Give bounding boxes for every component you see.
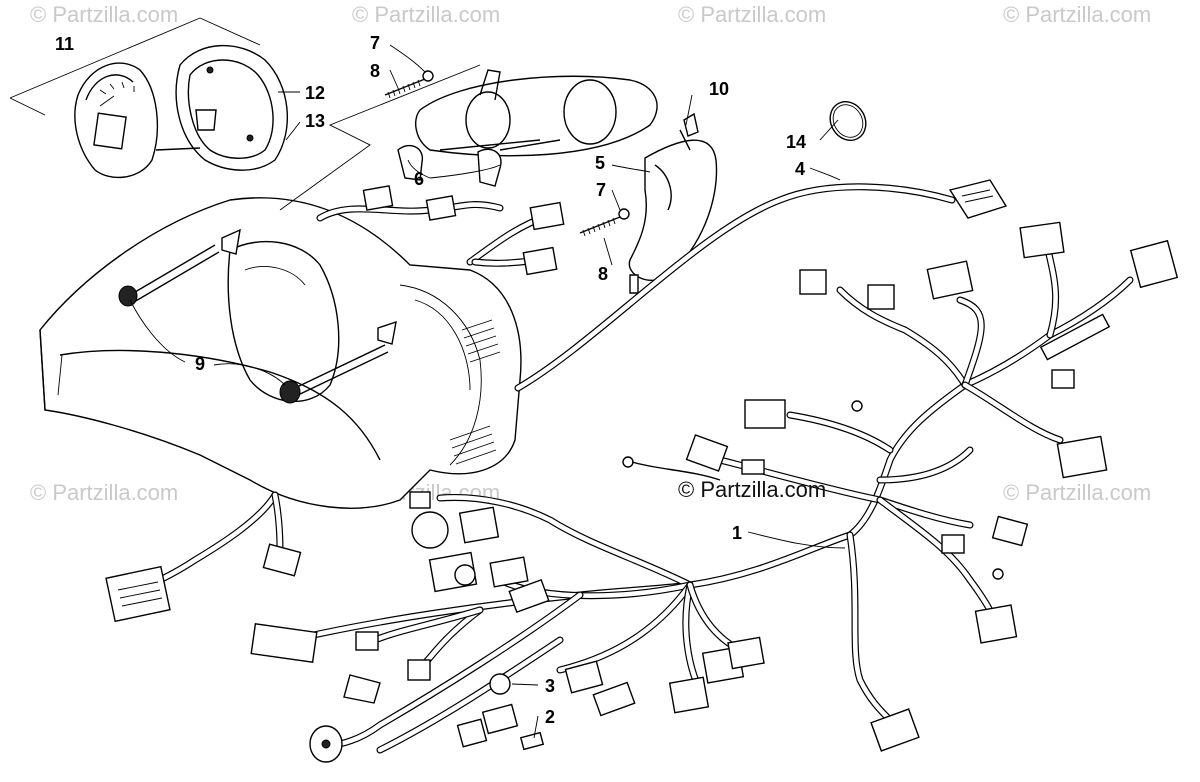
- callout-6: 6: [414, 169, 425, 189]
- leader-11: [9, 17, 261, 116]
- callout-7-lower: 7: [596, 180, 607, 200]
- watermark-top-right2: © Partzilla.com: [1003, 2, 1152, 27]
- headlight-housing: [39, 197, 522, 509]
- watermark-mid-left: © Partzilla.com: [30, 480, 179, 505]
- callout-11: 11: [55, 34, 75, 54]
- callout-4: 4: [795, 159, 806, 179]
- connectors: [105, 221, 1179, 763]
- headlight-subharness: [316, 185, 565, 276]
- callout-2: 2: [545, 707, 556, 727]
- spring-lower: [579, 208, 630, 237]
- connector-a: [799, 269, 827, 295]
- callout-9: 9: [195, 354, 206, 374]
- cluster-housing: [155, 44, 288, 171]
- harness-4: [514, 179, 1008, 392]
- callout-8-upper: 8: [370, 61, 381, 81]
- callout-5: 5: [595, 153, 606, 173]
- center-watermark: © Partzilla.com: [678, 477, 827, 502]
- callout-3: 3: [545, 676, 556, 696]
- main-harness-1: [156, 246, 1134, 754]
- callout-14: 14: [786, 132, 807, 152]
- bracket-cluster: [279, 64, 481, 211]
- callout-12: 12: [305, 83, 326, 103]
- instrument-cluster: [74, 62, 158, 179]
- watermark-mid-right: © Partzilla.com: [1003, 480, 1152, 505]
- vent-fins-upper: [461, 319, 501, 363]
- adjuster-screw-upper: [118, 228, 241, 307]
- callout-10: 10: [709, 79, 730, 99]
- vent-fins-lower: [449, 425, 497, 465]
- watermark-top-right1: © Partzilla.com: [678, 2, 827, 27]
- adjuster-screw-lower: [279, 320, 397, 404]
- headlight-shield-right: [628, 112, 718, 294]
- spring-upper: [384, 70, 434, 99]
- leader-lines: [129, 44, 846, 739]
- callout-8-lower: 8: [598, 264, 609, 284]
- watermark-top-mid: © Partzilla.com: [352, 2, 501, 27]
- watermark-top-left: © Partzilla.com: [30, 2, 179, 27]
- callout-13: 13: [305, 111, 326, 131]
- snap-ring: [829, 101, 867, 141]
- headlight-bulb-assembly: [397, 69, 658, 187]
- callout-7-upper: 7: [370, 33, 381, 53]
- callout-1: 1: [732, 523, 743, 543]
- leader-13: [285, 121, 301, 141]
